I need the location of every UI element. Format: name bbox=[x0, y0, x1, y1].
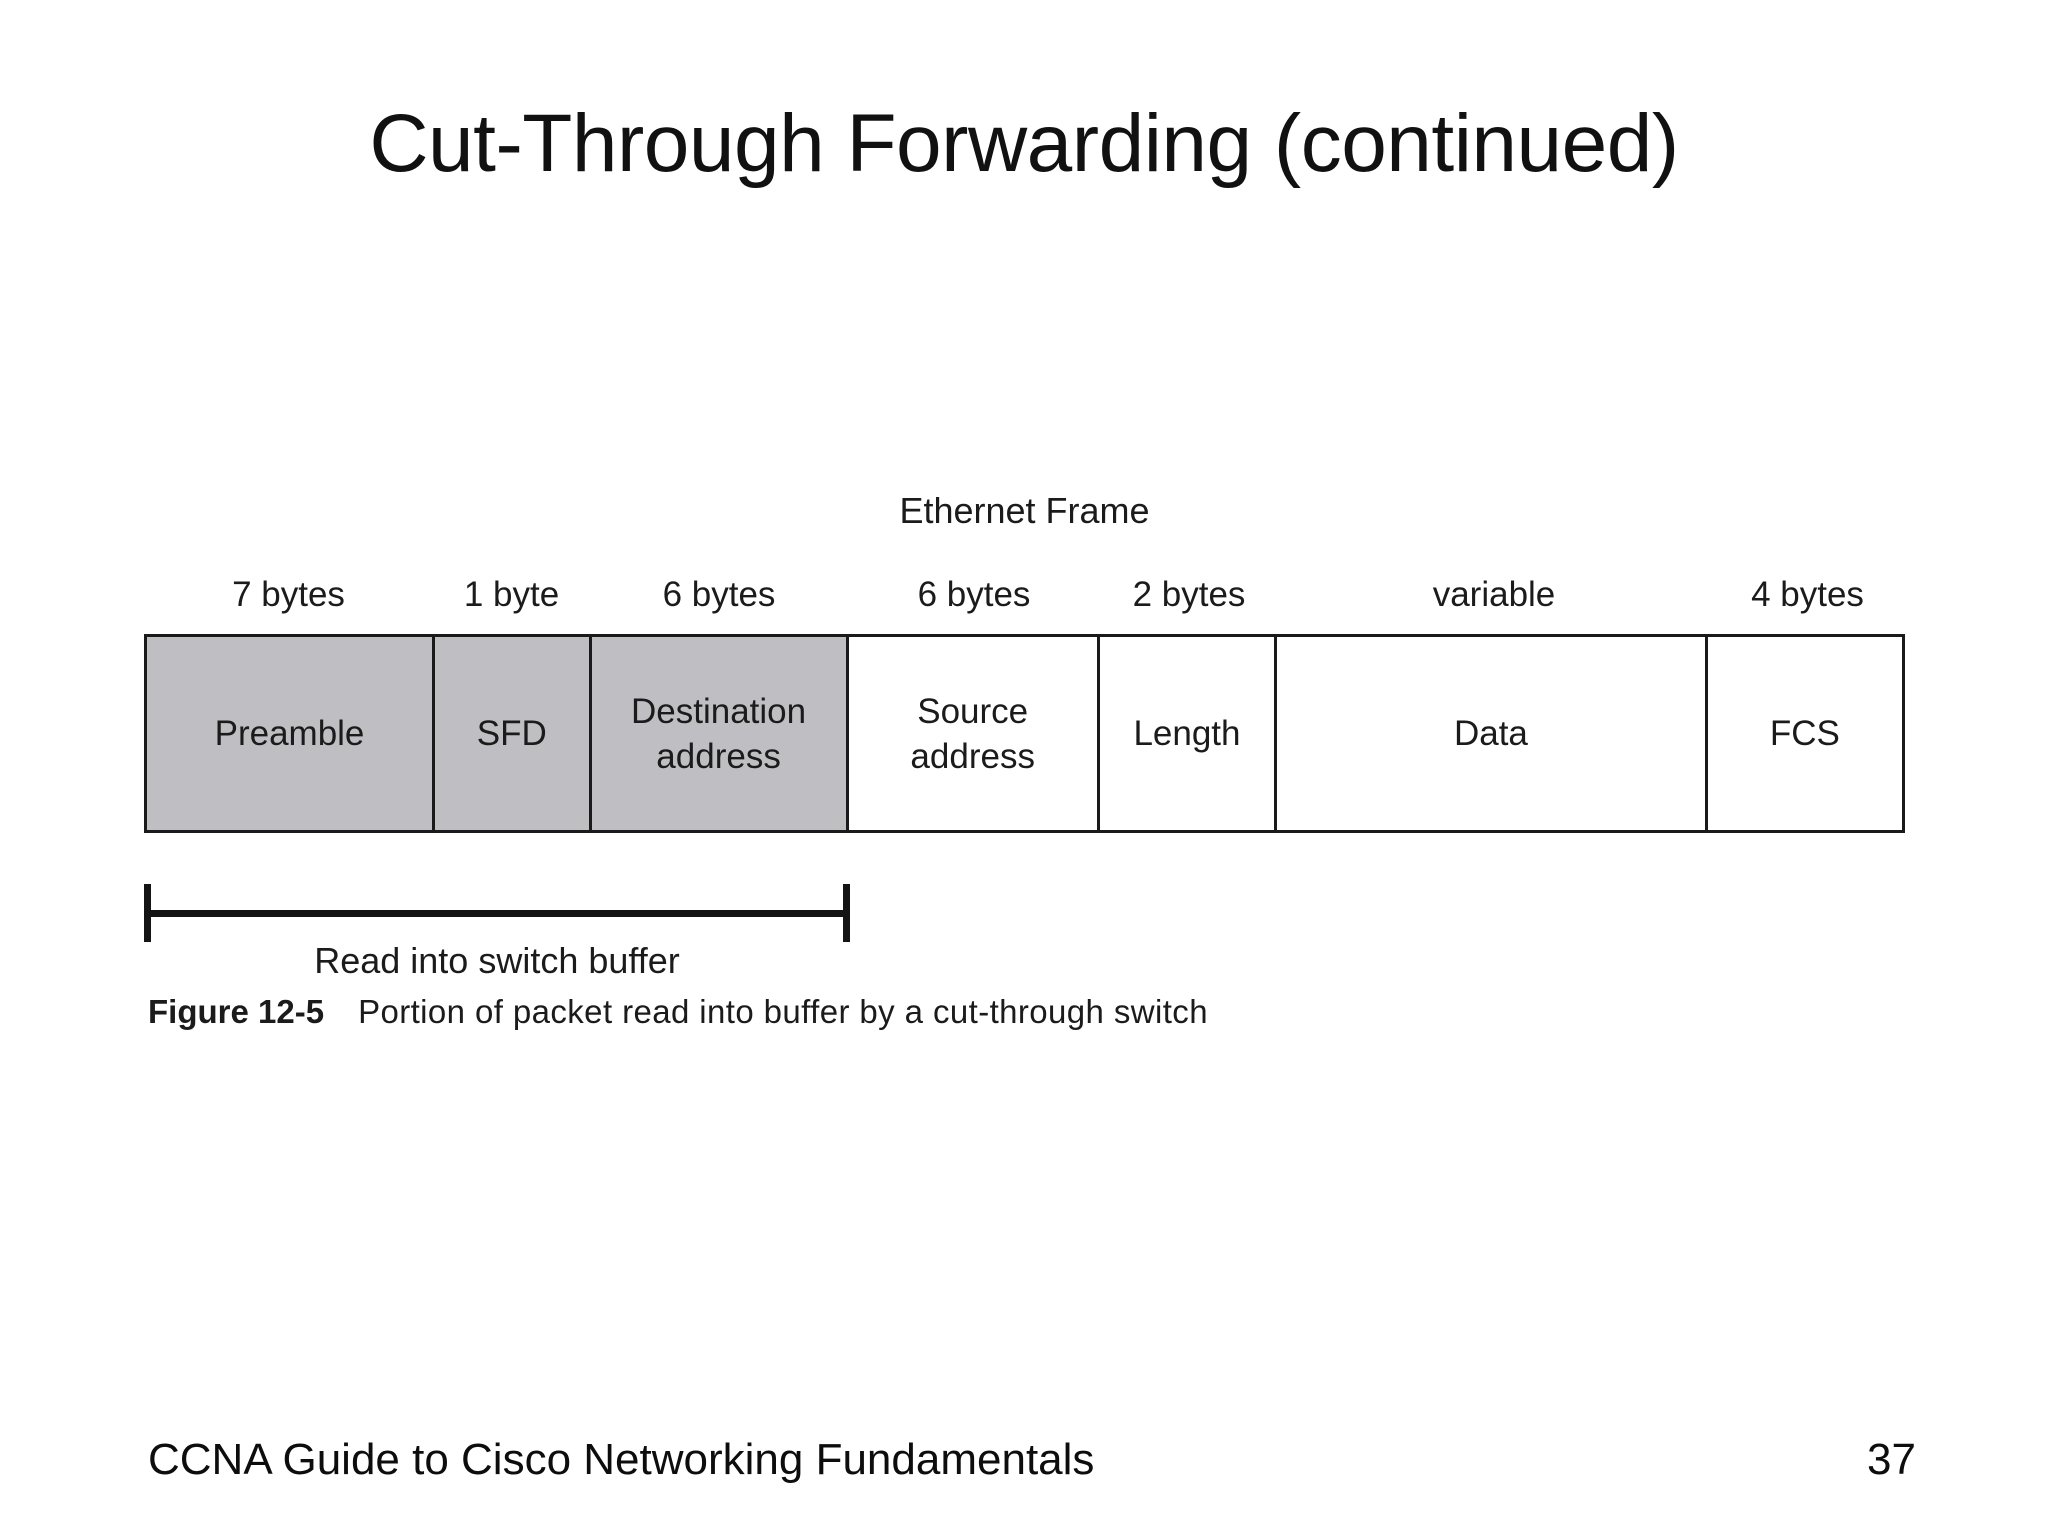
frame-field-source-address: Source address bbox=[848, 637, 1100, 830]
byte-label-source-address: 6 bytes bbox=[917, 575, 1031, 614]
byte-label-preamble: 7 bytes bbox=[232, 575, 345, 614]
footer-page-number: 37 bbox=[1867, 1435, 1916, 1484]
footer-source-text: CCNA Guide to Cisco Networking Fundament… bbox=[148, 1435, 1095, 1484]
frame-field-preamble: Preamble bbox=[147, 637, 436, 830]
bracket-label: Read into switch buffer bbox=[314, 940, 680, 981]
byte-label-fcs: 4 bytes bbox=[1751, 575, 1864, 614]
byte-label-sfd: 1 byte bbox=[463, 575, 560, 614]
frame-field-fcs: FCS bbox=[1707, 637, 1902, 830]
byte-label-data: variable bbox=[1432, 575, 1556, 614]
frame-field-preamble-label: Preamble bbox=[214, 714, 365, 753]
figure-caption-text: Portion of packet read into buffer by a … bbox=[358, 993, 1208, 1030]
ethernet-frame-table: Preamble SFD Destination address Source … bbox=[144, 634, 1905, 833]
figure-caption: Figure 12-5 Portion of packet read into b… bbox=[148, 990, 1208, 1034]
figure-caption-number: Figure 12-5 bbox=[148, 993, 325, 1030]
frame-field-data: Data bbox=[1277, 637, 1708, 830]
frame-field-destination-address: Destination address bbox=[591, 637, 849, 830]
byte-label-destination-address: 6 bytes bbox=[662, 575, 776, 614]
byte-size-label-row: 7 bytes 1 byte 6 bytes 6 bytes 2 bytes v… bbox=[144, 572, 1905, 620]
bracket-horizontal-bar bbox=[144, 910, 850, 917]
bracket-right-cap bbox=[843, 884, 850, 942]
frame-diagram-caption: Ethernet Frame bbox=[899, 490, 1150, 531]
read-into-buffer-bracket bbox=[144, 884, 850, 942]
frame-field-length: Length bbox=[1099, 637, 1278, 830]
frame-field-data-label: Data bbox=[1453, 714, 1528, 753]
frame-field-fcs-label: FCS bbox=[1769, 714, 1840, 753]
byte-label-length: 2 bytes bbox=[1132, 575, 1246, 614]
frame-field-sfd: SFD bbox=[435, 637, 592, 830]
frame-field-sfd-label: SFD bbox=[476, 714, 547, 753]
page-title: Cut-Through Forwarding (continued) bbox=[369, 98, 1679, 189]
frame-field-length-label: Length bbox=[1133, 714, 1241, 753]
frame-field-source-address-label: Source address bbox=[910, 691, 1035, 776]
frame-field-destination-address-label: Destination address bbox=[631, 691, 807, 776]
